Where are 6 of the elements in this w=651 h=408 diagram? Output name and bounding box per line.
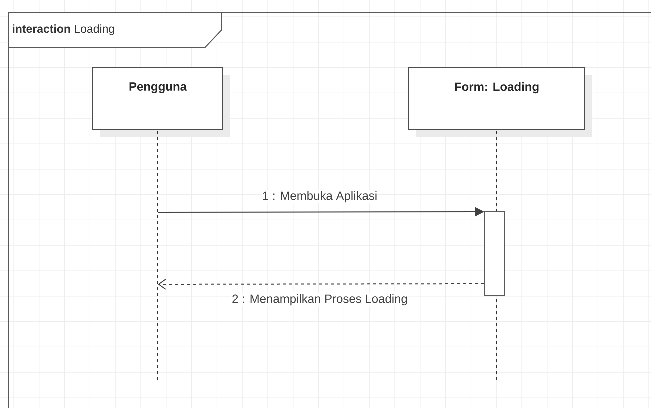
activation-bar bbox=[484, 212, 506, 296]
lifeline-box: Form: Loading bbox=[408, 68, 592, 137]
lifeline-box: Pengguna bbox=[92, 68, 230, 137]
message-arrow bbox=[158, 278, 485, 290]
edge-label: 2 : Menampilkan Proses Loading bbox=[232, 294, 408, 306]
edge-label: 1 : Membuka Aplikasi bbox=[263, 191, 377, 203]
